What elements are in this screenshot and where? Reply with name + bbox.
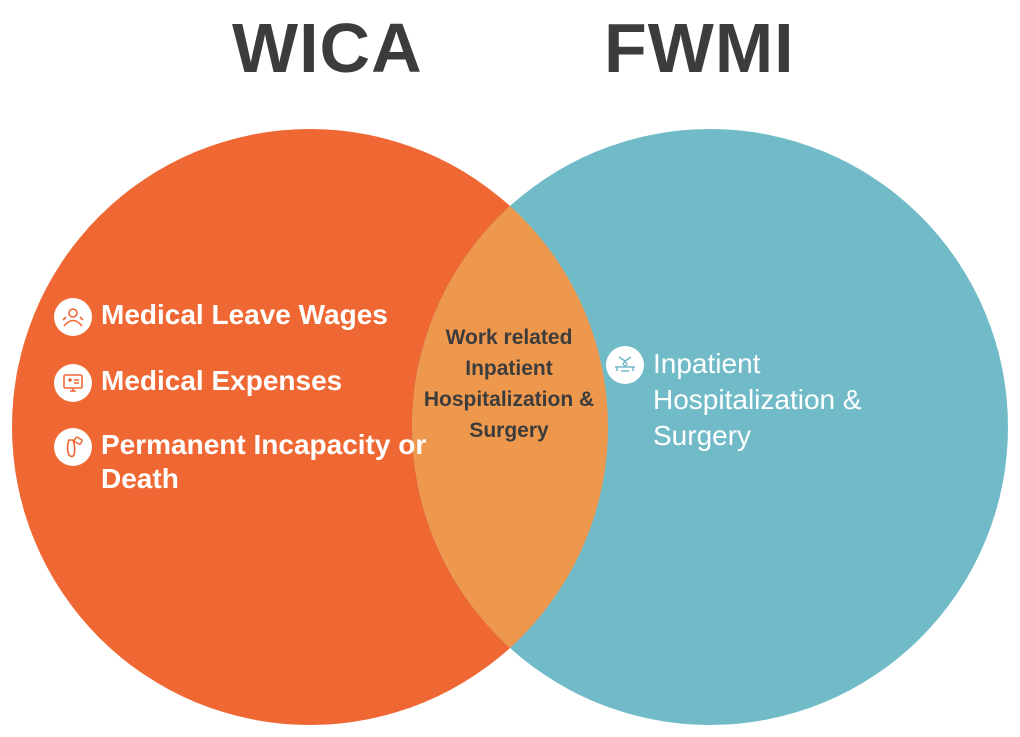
right-item-label: Inpatient Hospitalization & Surgery bbox=[653, 348, 862, 451]
overlap-label: Work related Inpatient Hospitalization &… bbox=[423, 326, 595, 442]
left-item-label: Permanent Incapacity or Death bbox=[101, 429, 427, 494]
left-item-label: Medical Leave Wages bbox=[101, 299, 388, 330]
fwmi-title: FWMI bbox=[604, 9, 795, 87]
medical-bill-icon bbox=[54, 364, 92, 402]
left-item-permanent-incapacity: Permanent Incapacity or Death bbox=[54, 428, 434, 496]
surgery-bed-icon bbox=[606, 346, 644, 384]
overlap-region bbox=[412, 129, 608, 725]
left-item-label: Medical Expenses bbox=[101, 365, 343, 396]
wica-title: WICA bbox=[232, 9, 423, 87]
foot-tag-icon bbox=[54, 428, 92, 466]
right-item-inpatient: Inpatient Hospitalization & Surgery bbox=[606, 346, 936, 454]
left-item-medical-expenses: Medical Expenses bbox=[54, 364, 342, 402]
patient-bed-icon bbox=[54, 298, 92, 336]
left-item-medical-leave: Medical Leave Wages bbox=[54, 298, 388, 336]
